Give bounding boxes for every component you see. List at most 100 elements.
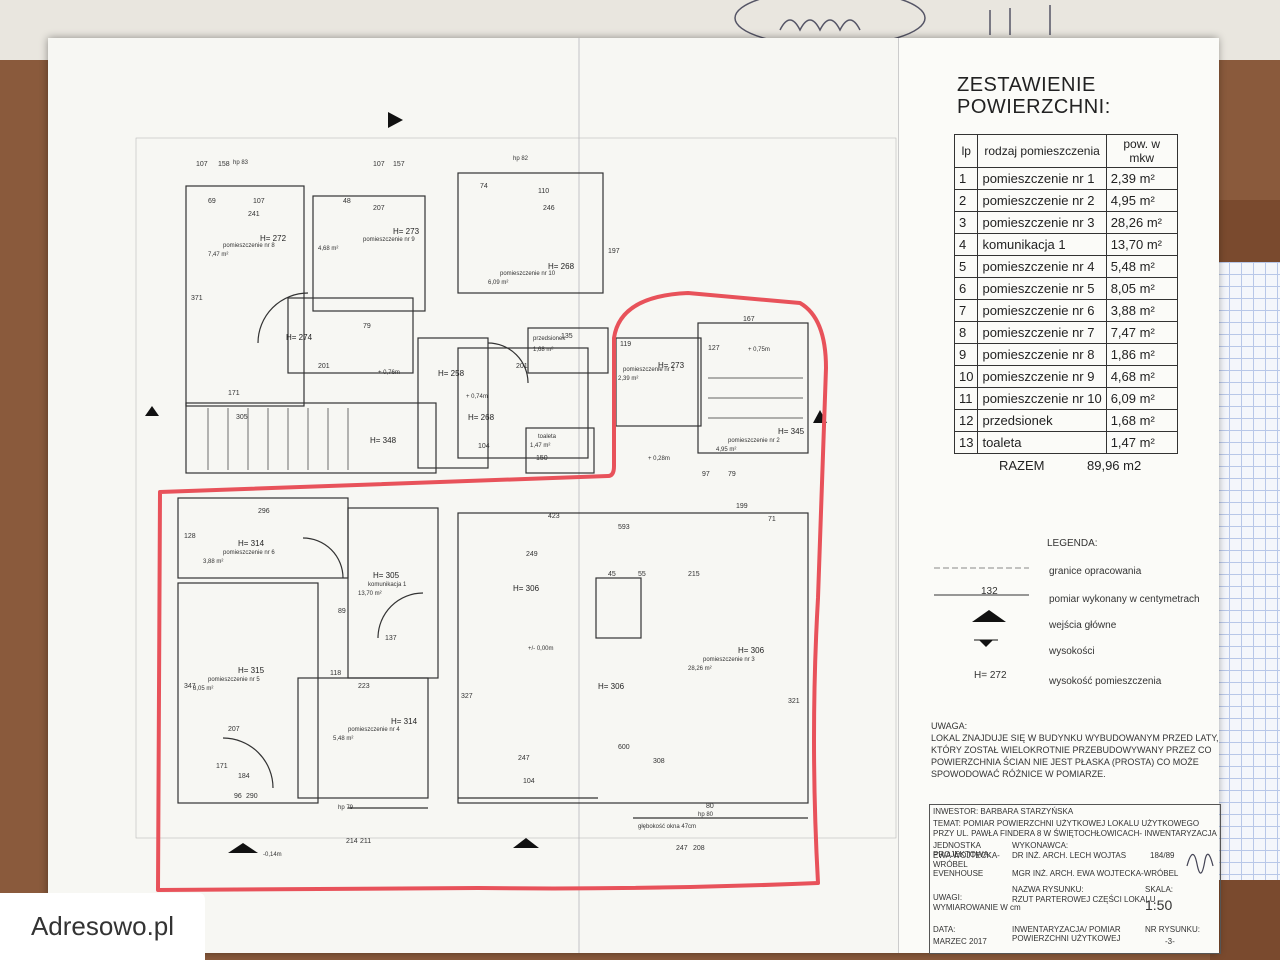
door-arc xyxy=(377,592,424,639)
table-cell-area: 5,48 m² xyxy=(1105,255,1178,278)
note-text: LOKAL ZNAJDUJE SIĘ W BUDYNKU WYBUDOWANYM… xyxy=(931,733,1219,779)
legend-room-height: wysokość pomieszczenia xyxy=(1049,676,1162,687)
tb-unit: EWA WOJTECKA-WRÓBEL EVENHOUSE xyxy=(933,851,1000,878)
dim-label: 167 xyxy=(743,316,755,323)
dim-label: 107 xyxy=(253,198,265,205)
tb-drawing-label: NAZWA RYSUNKU: xyxy=(1012,885,1084,894)
tb-license: 184/89 xyxy=(1150,851,1175,860)
summary-title-line2: POWIERZCHNI: xyxy=(957,96,1111,118)
room-height: H= 315 xyxy=(238,666,265,675)
table-cell-lp: 13 xyxy=(953,431,979,454)
tb-date: MARZEC 2017 xyxy=(933,937,987,946)
dim-label: 55 xyxy=(638,571,646,578)
tb-date-label: DATA: xyxy=(933,925,956,934)
dim-label: 97 xyxy=(702,471,710,478)
dim-label: 89 xyxy=(338,608,346,615)
entrance-arrow-icon xyxy=(388,112,403,128)
level-label: + 0,74m xyxy=(466,394,488,400)
room-height: H= 306 xyxy=(598,682,625,691)
door-arc xyxy=(222,737,274,789)
room-tag: pomieszczenie nr 1 xyxy=(623,367,675,373)
signature-icon xyxy=(1186,853,1214,874)
tb-topic1: TEMAT: POMIAR POWIERZCHNI UŻYTKOWEJ LOKA… xyxy=(933,819,1200,828)
room-height: H= 273 xyxy=(658,361,685,370)
level-label: + 0,28m xyxy=(648,456,670,462)
room-tag: 2,39 m² xyxy=(618,376,638,382)
table-cell-name: pomieszczenie nr 6 xyxy=(977,299,1107,322)
dim-label: 207 xyxy=(228,726,240,733)
dim-label: 171 xyxy=(216,763,228,770)
przedsionek-outline xyxy=(527,327,609,374)
sheet-fold xyxy=(578,38,580,953)
room-tag: 6,09 m² xyxy=(488,280,508,286)
handwriting-scribble xyxy=(734,0,1051,45)
dim-label: 197 xyxy=(608,248,620,255)
dim-label: 48 xyxy=(343,198,351,205)
table-cell-name: pomieszczenie nr 10 xyxy=(977,387,1107,410)
room-height: H= 272 xyxy=(260,234,287,243)
dim-label: 241 xyxy=(248,211,260,218)
dim-label: 158 xyxy=(218,161,230,168)
dim-label: 423 xyxy=(548,513,560,520)
table-cell-lp: 11 xyxy=(953,387,979,410)
tb-drawing: RZUT PARTEROWEJ CZĘŚCI LOKALU xyxy=(1012,895,1156,904)
table-cell-lp: 9 xyxy=(953,343,979,366)
dim-label: 207 xyxy=(373,205,385,212)
komunikacja-outline xyxy=(347,507,439,679)
tb-scale: 1:50 xyxy=(1145,897,1173,913)
level-label: -0,14m xyxy=(263,852,282,858)
table-header-row: lp rodzaj pomieszczenia pow. w mkw xyxy=(953,134,1178,168)
room-10-outline xyxy=(457,172,604,294)
header-name: rodzaj pomieszczenia xyxy=(977,134,1107,168)
table-cell-area: 8,05 m² xyxy=(1105,277,1178,300)
table-cell-name: pomieszczenie nr 5 xyxy=(977,277,1107,300)
room-7-outline xyxy=(287,297,414,374)
room-height: H= 314 xyxy=(391,717,418,726)
note-block: UWAGA: LOKAL ZNAJDUJE SIĘ W BUDYNKU WYBU… xyxy=(931,720,1221,780)
dim-label: 110 xyxy=(538,188,549,195)
dim-label: 215 xyxy=(688,571,700,578)
dim-label: 199 xyxy=(736,503,748,510)
legend-height: wysokości xyxy=(1049,646,1095,657)
room-tag: 1,47 m² xyxy=(530,443,550,449)
room-height: H= 273 xyxy=(393,227,420,236)
table-cell-area: 1,47 m² xyxy=(1105,431,1178,454)
dim-label: 127 xyxy=(708,345,720,352)
entrance-arrow-icon xyxy=(513,838,539,848)
room-height: H= 345 xyxy=(778,427,805,436)
room-height: H= 268 xyxy=(548,262,575,271)
table-cell-area: 13,70 m² xyxy=(1105,233,1178,256)
room-tag: 5,48 m² xyxy=(333,736,353,742)
table-cell-area: 1,86 m² xyxy=(1105,343,1178,366)
table-cell-lp: 5 xyxy=(953,255,979,278)
dim-label: 321 xyxy=(788,698,800,705)
table-cell-name: pomieszczenie nr 1 xyxy=(977,167,1107,190)
highlight-outline xyxy=(156,291,828,892)
area-summary-panel: ZESTAWIENIE POWIERZCHNI: lp rodzaj pomie… xyxy=(898,38,1221,954)
legend-title: LEGENDA: xyxy=(1047,538,1098,549)
dim-label: 74 xyxy=(480,183,488,190)
dim-label: 208 xyxy=(693,845,705,852)
room-tag: 4,95 m² xyxy=(716,447,736,453)
room-tag: komunikacja 1 xyxy=(368,582,407,588)
dim-label: 327 xyxy=(461,693,473,700)
table-cell-lp: 6 xyxy=(953,277,979,300)
dim-label: 80 xyxy=(706,803,714,810)
dim-label: 128 xyxy=(184,533,196,540)
dim-label: 119 xyxy=(620,341,631,348)
room-3-outline xyxy=(457,512,809,804)
table-cell-area: 4,95 m² xyxy=(1105,189,1178,212)
level-label: głębokość okna 47cm xyxy=(638,824,696,830)
dim-label: 347 xyxy=(184,683,196,690)
table-cell-name: pomieszczenie nr 7 xyxy=(977,321,1107,344)
room-tag: 4,68 m² xyxy=(318,246,338,252)
table-cell-name: pomieszczenie nr 4 xyxy=(977,255,1107,278)
dim-label: 201 xyxy=(516,363,528,370)
level-label: + 0,76m xyxy=(378,370,400,376)
